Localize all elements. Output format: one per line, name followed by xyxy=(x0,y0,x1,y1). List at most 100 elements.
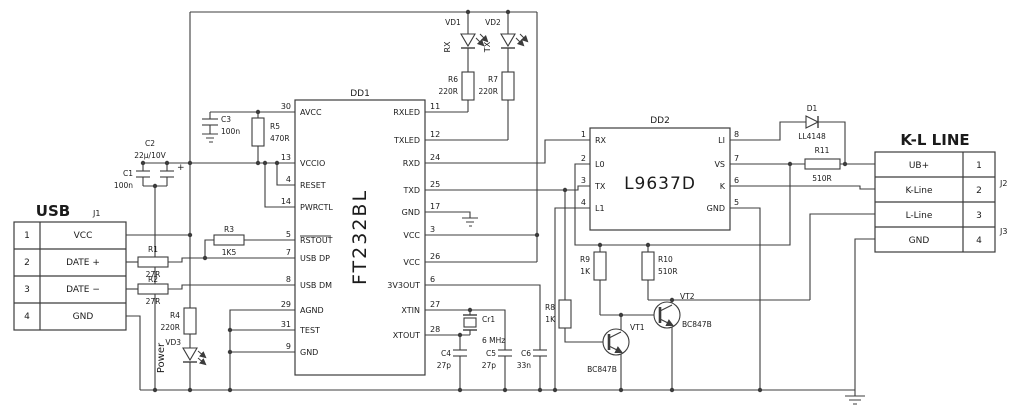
resistor-r10 xyxy=(641,251,655,281)
dd2-pin-num: 2 xyxy=(581,154,586,163)
r11-ref-label: R11 xyxy=(815,146,830,155)
dd2-pin-name: LI xyxy=(718,136,725,145)
r1-ref-label: R1 xyxy=(148,245,158,254)
dd1-pin-num: 26 xyxy=(430,252,440,261)
dd2-pin-name: L1 xyxy=(595,204,605,213)
vd3-power-label: Power xyxy=(156,342,167,373)
resistor-r4 xyxy=(183,307,197,335)
capacitor-c4 xyxy=(453,349,467,357)
ft232bl-ic xyxy=(294,99,426,376)
led-vd1 xyxy=(460,33,489,49)
dd2-pin-num: 1 xyxy=(581,130,586,139)
kl-pin-num: 3 xyxy=(976,211,982,221)
cr1-ref-label: Cr1 xyxy=(482,315,495,324)
usb-pin-name: DATE − xyxy=(66,285,100,295)
dd1-pin-name: VCC xyxy=(403,231,420,240)
dd1-pin-num: 14 xyxy=(281,197,291,206)
dd1-pin-num: 3 xyxy=(430,225,435,234)
kl-pin-name: K-Line xyxy=(906,186,933,196)
dd2-ref: DD2 xyxy=(650,116,670,126)
dd1-pin-name: GND xyxy=(402,208,420,217)
r4-ref-label: R4 xyxy=(170,311,180,320)
dd1-pin-name: VCC xyxy=(403,258,420,267)
capacitor-c5 xyxy=(498,349,512,357)
dd2-pin-name: VS xyxy=(714,160,725,169)
dd1-pin-name: USB DM xyxy=(300,281,332,290)
dd1-pin-num: 13 xyxy=(281,153,291,162)
resistor-r8 xyxy=(558,299,572,329)
dd1-pin-name: USB DP xyxy=(300,254,330,263)
dd1-pin-num: 31 xyxy=(281,320,291,329)
vt1-val-label: BC847B xyxy=(587,365,617,374)
dd1-part-name: FT232BL xyxy=(349,189,371,285)
crystal-cr1 xyxy=(463,314,477,331)
dd1-pin-num: 7 xyxy=(286,248,291,257)
dd1-pin-name: AVCC xyxy=(300,108,322,117)
capacitor-c3 xyxy=(202,118,218,126)
r6-val-label: 220R xyxy=(438,87,458,96)
dd1-pin-name: XTOUT xyxy=(393,331,420,340)
led-vd3 xyxy=(182,347,207,366)
kl-connector xyxy=(874,151,996,253)
junction-dots xyxy=(140,9,848,393)
kl-pin-name: L-Line xyxy=(906,211,933,221)
dd2-pin-num: 3 xyxy=(581,176,586,185)
r10-ref-label: R10 xyxy=(658,255,673,264)
transistor-vt1 xyxy=(602,328,630,356)
r5-val-label: 470R xyxy=(270,134,290,143)
transistor-vt2 xyxy=(653,301,681,329)
dd1-pin-num: 27 xyxy=(430,300,440,309)
c4-ref-label: C4 xyxy=(441,349,451,358)
r2-val-label: 27R xyxy=(146,297,161,306)
usb-pin-name: VCC xyxy=(74,231,93,241)
dd2-pin-name: GND xyxy=(707,204,725,213)
resistor-r5 xyxy=(251,117,265,147)
usb-pin-num: 3 xyxy=(24,285,30,295)
kl-title: K-L LINE xyxy=(900,131,969,149)
c1-ref-label: C1 xyxy=(123,169,133,178)
dd1-pin-num: 25 xyxy=(430,180,440,189)
r3-ref-label: R3 xyxy=(224,225,234,234)
vt1-ref-label: VT1 xyxy=(630,323,645,332)
capacitor-c1 xyxy=(136,170,150,178)
c2-val-label: 22μ/10V xyxy=(134,151,166,160)
capacitor-c2 xyxy=(160,170,174,178)
c4-val-label: 27p xyxy=(437,361,452,370)
r5-ref-label: R5 xyxy=(270,122,280,131)
c3-ref-label: C3 xyxy=(221,115,231,124)
resistor-r9 xyxy=(593,251,607,281)
dd2-pin-name: RX xyxy=(595,136,607,145)
vt2-ref-label: VT2 xyxy=(680,292,695,301)
c2-ref-label: C2 xyxy=(145,139,155,148)
usb-pin-num: 1 xyxy=(24,231,30,241)
kl-pin-num: 1 xyxy=(976,161,982,171)
usb-pin-num: 4 xyxy=(24,312,30,322)
dd1-pin-name: TXLED xyxy=(393,136,420,145)
dd1-pin-name: RESET xyxy=(300,181,326,190)
c1-val-label: 100n xyxy=(114,181,133,190)
dd1-pin-name: TXD xyxy=(402,186,420,195)
vd2-ref-label: VD2 xyxy=(485,18,501,27)
resistor-r6 xyxy=(461,71,475,101)
dd1-pin-num: 11 xyxy=(430,102,440,111)
wire-net xyxy=(126,11,875,405)
resistor-r3 xyxy=(213,234,245,246)
dd1-pin-name: AGND xyxy=(300,306,324,315)
dd1-pin-num: 8 xyxy=(286,275,291,284)
kl-pin-name: GND xyxy=(909,236,930,246)
dd2-pin-name: L0 xyxy=(595,160,605,169)
r7-ref-label: R7 xyxy=(488,75,498,84)
dd2-pin-name: TX xyxy=(594,182,606,191)
dd1-pin-num: 6 xyxy=(430,275,435,284)
dd1-pin-name: GND xyxy=(300,348,318,357)
usb-pin-name: GND xyxy=(73,312,94,322)
dd1-pin-name: XTIN xyxy=(401,306,420,315)
r9-ref-label: R9 xyxy=(580,255,590,264)
kl-ref-j3: J3 xyxy=(999,227,1007,236)
cr1-val-label: 6 MHz xyxy=(482,336,505,345)
d1-ref-label: D1 xyxy=(807,104,818,113)
c5-val-label: 27p xyxy=(482,361,497,370)
dd1-ref: DD1 xyxy=(350,89,370,99)
dd1-pin-name: VCCIO xyxy=(300,159,325,168)
